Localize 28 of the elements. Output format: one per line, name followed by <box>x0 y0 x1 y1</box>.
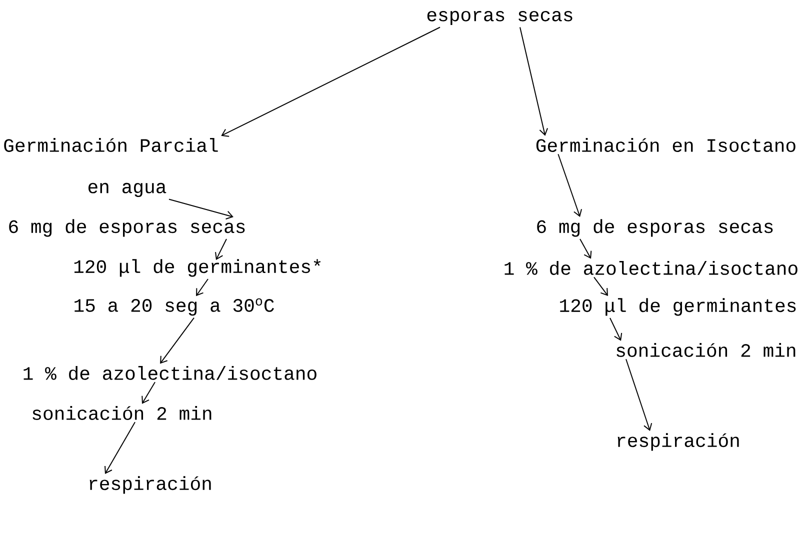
step-text: sonicación 2 min <box>32 406 212 420</box>
step-text: en agua <box>88 182 166 198</box>
arrow <box>626 358 652 431</box>
step-text: sonicación 2 min <box>616 343 796 357</box>
step-text: 1 % de azolectina/isoctano <box>24 366 316 380</box>
arrow <box>160 317 194 364</box>
arrow <box>594 276 608 296</box>
arrow <box>558 154 582 217</box>
arrow <box>196 278 208 296</box>
step-text: 15 a 20 seg a 30$^{o}$C <box>74 298 274 316</box>
step-text: 120 μl de germinantes* <box>74 259 321 277</box>
step-text: 6 mg de esporas secas <box>537 219 773 237</box>
step-text: esporas secas <box>427 10 572 26</box>
step-text: Germinación Parcial <box>4 138 218 152</box>
step-text: Germinación en Isoctano <box>536 138 796 152</box>
arrow <box>215 238 227 260</box>
arrow <box>520 26 548 136</box>
arrow <box>142 382 156 404</box>
arrow <box>580 238 592 259</box>
step-text: 6 mg de esporas secas <box>9 219 245 237</box>
step-text: 120 μl de germinantes <box>560 298 796 316</box>
step-text: 1 % de azolectina/isoctano <box>504 261 798 275</box>
arrow <box>610 318 622 341</box>
step-text: respiración <box>90 476 211 494</box>
step-text: respiración <box>618 433 739 451</box>
arrow <box>221 26 440 137</box>
arrow <box>168 198 234 220</box>
arrow <box>104 422 136 474</box>
